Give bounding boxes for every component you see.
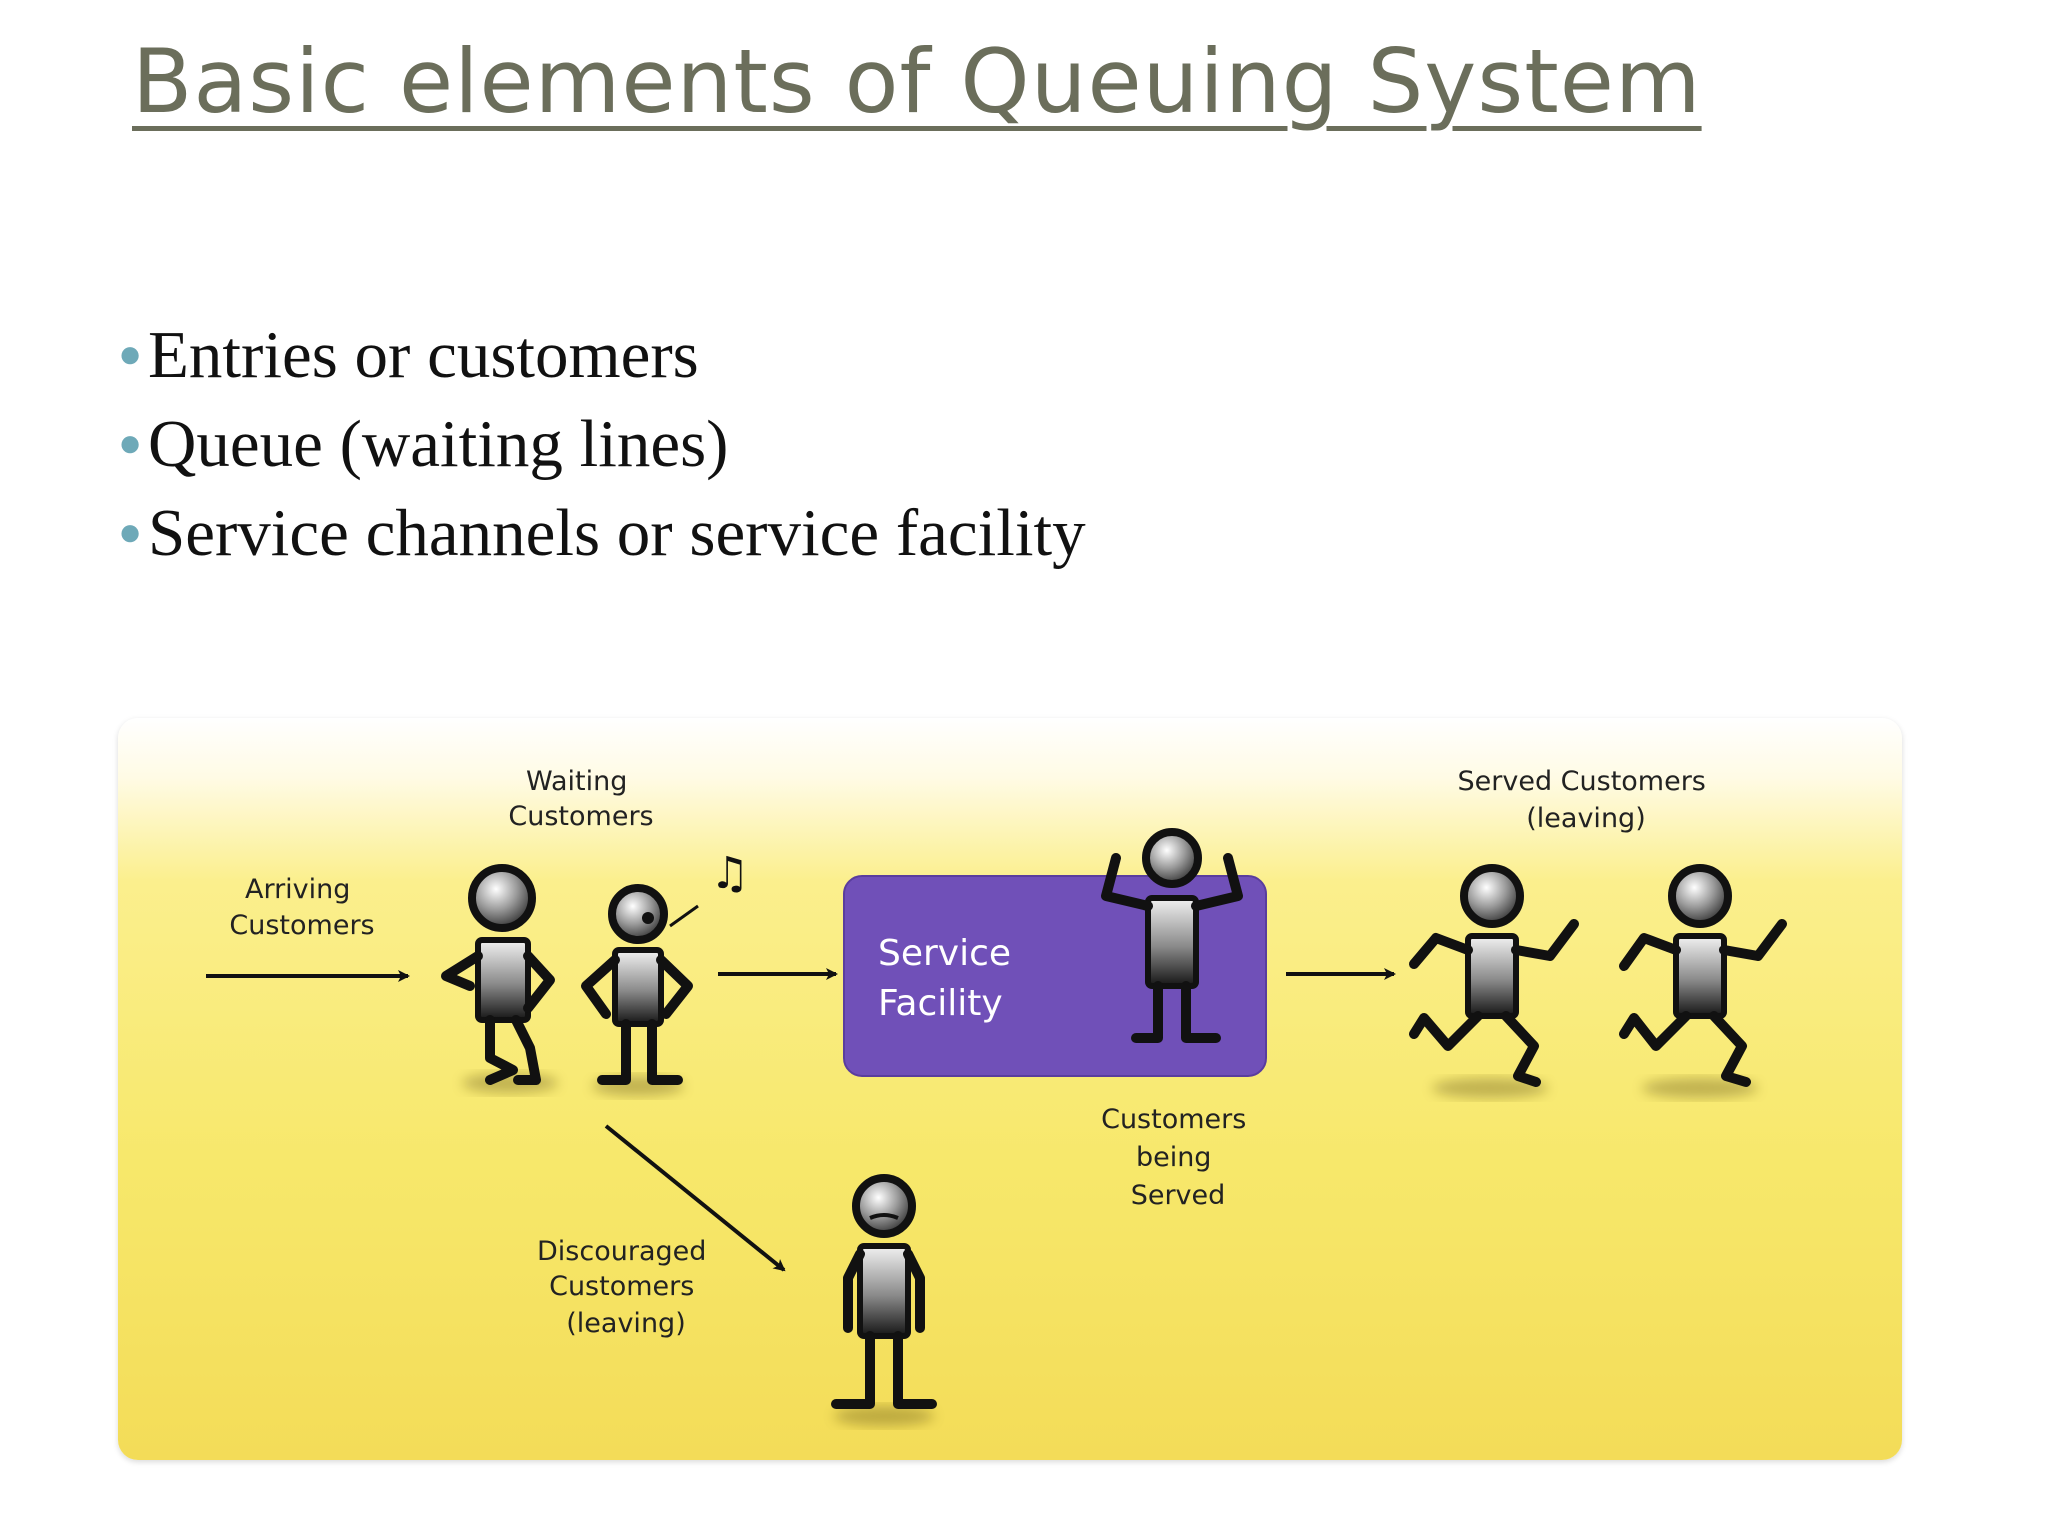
bullet-item: ● Queue (waiting lines) [118, 404, 1086, 493]
bullet-item: ● Service channels or service facility [118, 493, 1086, 582]
bullet-text: Queue (waiting lines) [148, 407, 729, 481]
bullet-text: Service channels or service facility [148, 496, 1086, 570]
discouraged-customer-figure [831, 1174, 937, 1426]
discouraged-label: Discouraged Customers (leaving) [537, 1236, 715, 1339]
music-note-icon: ♫ [710, 848, 749, 899]
being-served-label: Customers being Served [1101, 1104, 1255, 1211]
queuing-diagram-svg: Arriving Customers Waiting Customers [206, 766, 1787, 1426]
bullet-text: Entries or customers [148, 318, 699, 392]
bullet-list: ● Entries or customers ● Queue (waiting … [118, 315, 1086, 582]
slide-title: Basic elements of Queuing System [132, 30, 1702, 133]
bullet-item: ● Entries or customers [118, 315, 1086, 404]
bullet-dot-icon: ● [118, 509, 143, 554]
served-customers-label: Served Customers (leaving) [1458, 766, 1715, 834]
service-facility-label: Service Facility [878, 933, 1023, 1024]
waiting-customer-figure [441, 864, 558, 1093]
leaving-customer-figure [1409, 864, 1579, 1098]
discouraged-arrow [604, 1124, 786, 1272]
waiting-label: Waiting Customers [508, 766, 653, 832]
bullet-dot-icon: ● [118, 331, 143, 376]
waiting-customer-figure [581, 884, 699, 1096]
queuing-diagram: Arriving Customers Waiting Customers [118, 718, 1902, 1460]
bullet-dot-icon: ● [118, 420, 143, 465]
leaving-customer-figure [1619, 864, 1787, 1098]
arriving-label: Arriving Customers [229, 874, 374, 941]
served-customer-figure [1101, 828, 1243, 1043]
